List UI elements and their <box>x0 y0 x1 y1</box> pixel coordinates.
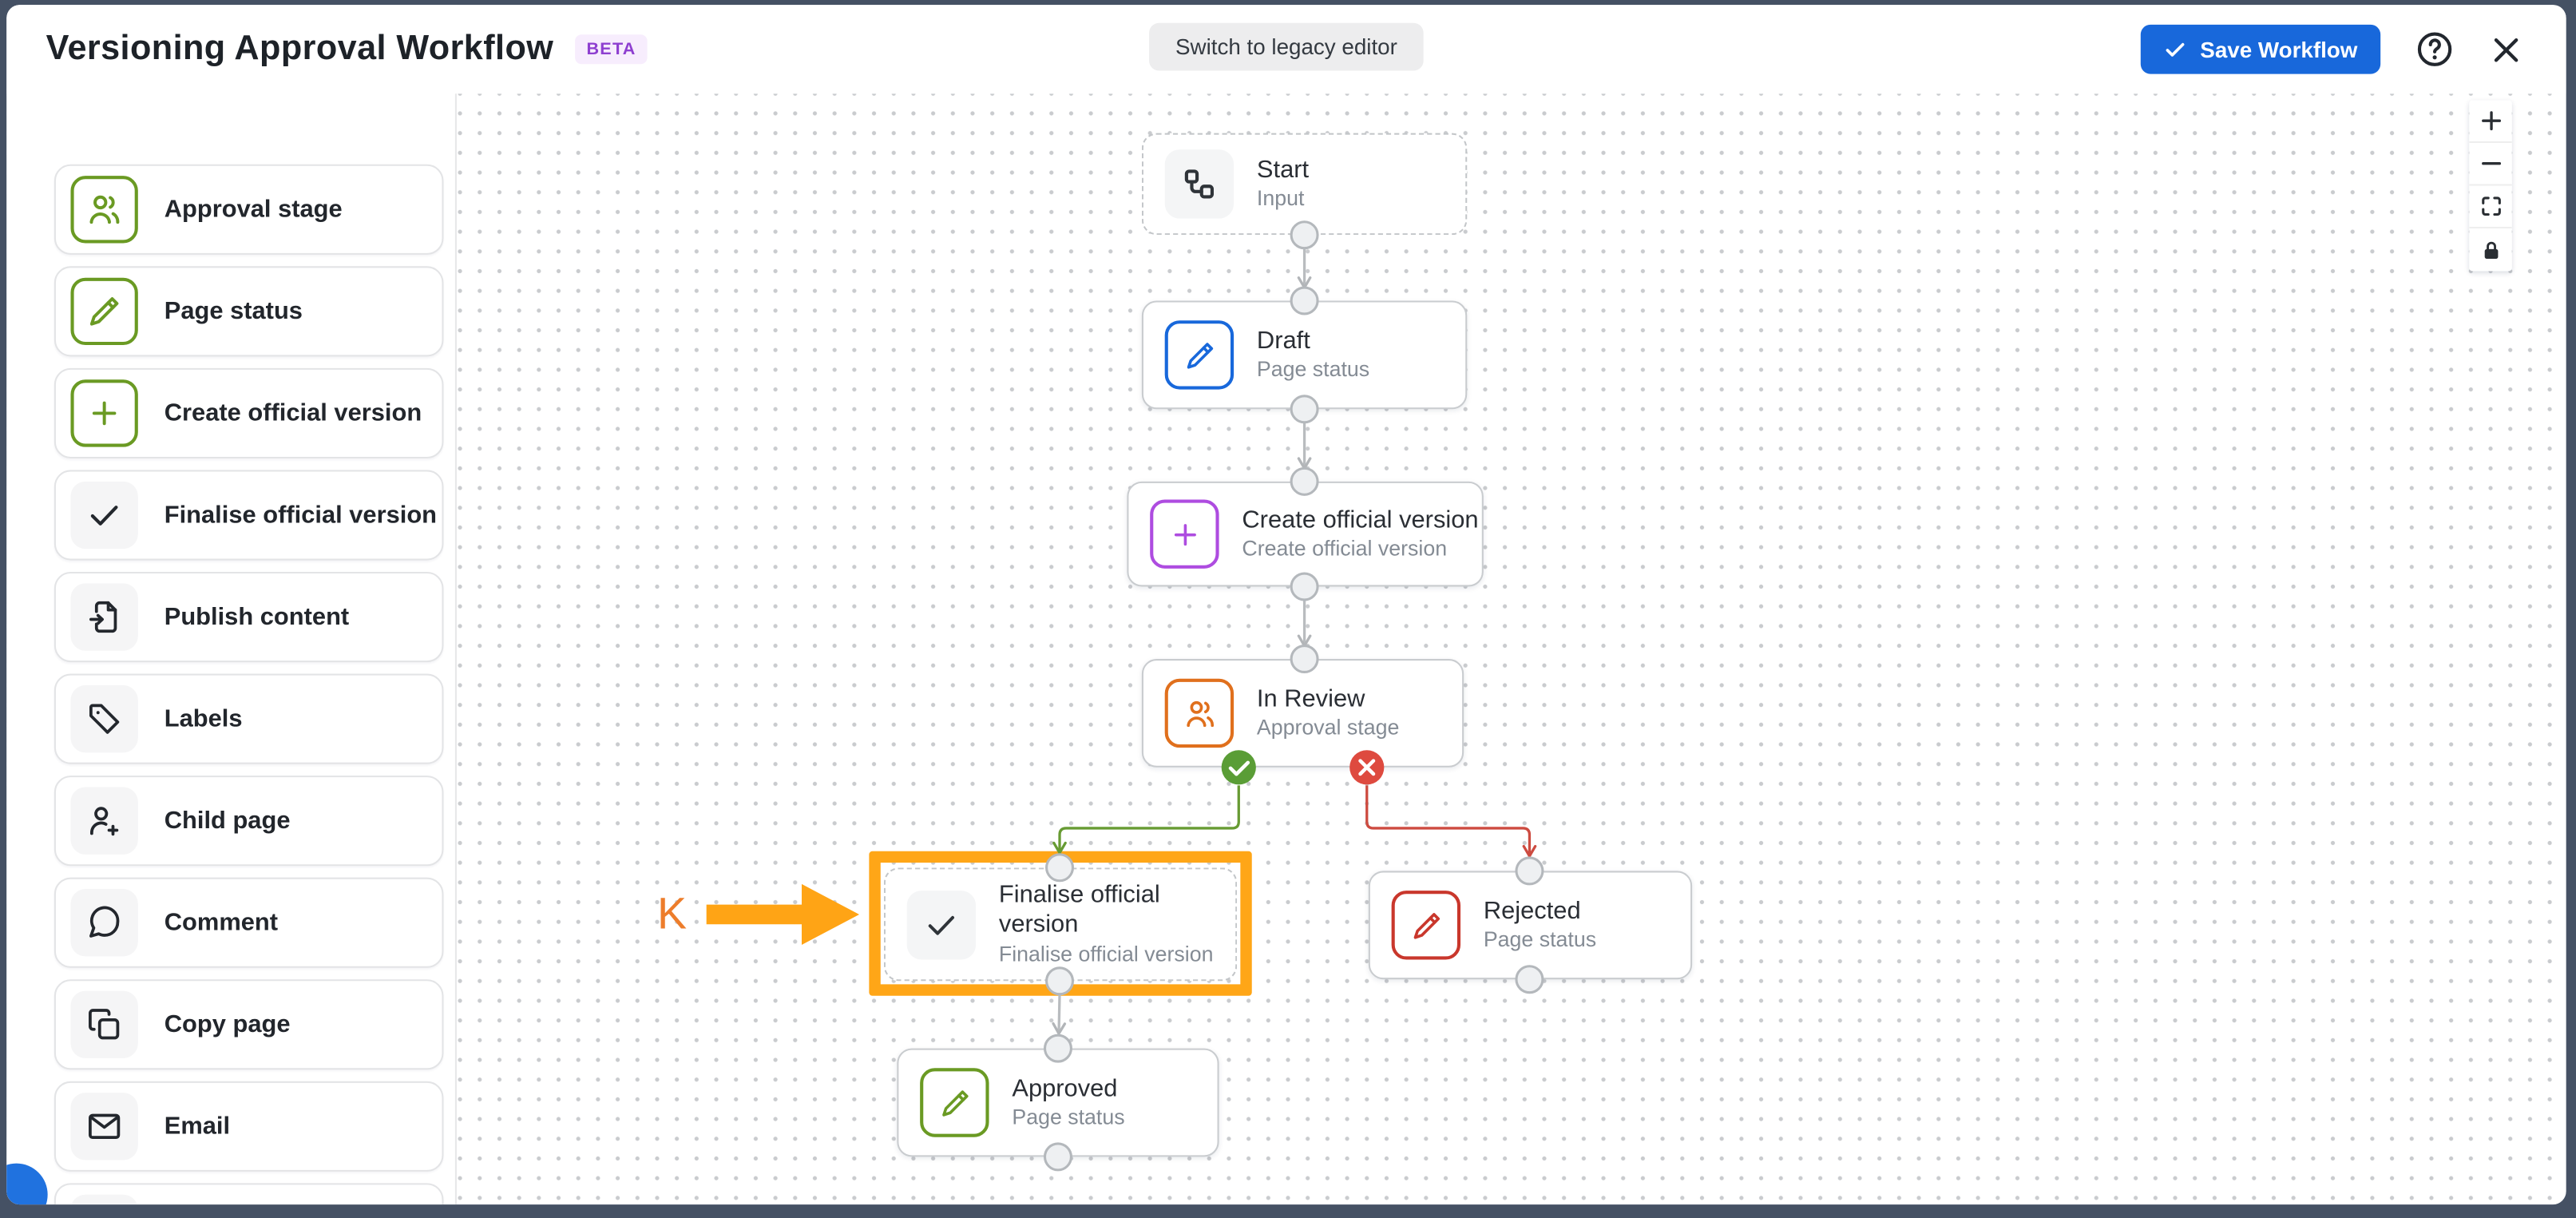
node-title: Start <box>1256 155 1310 184</box>
page-status-icon <box>920 1068 989 1137</box>
node-subtitle: Approval stage <box>1256 715 1400 740</box>
sidebar-item-comment[interactable]: Comment <box>54 877 444 968</box>
node-in-review[interactable]: In Review Approval stage <box>1141 659 1464 768</box>
sidebar-item-finalise-official-version[interactable]: Finalise official version <box>54 470 444 561</box>
email-icon <box>70 1093 138 1160</box>
sidebar-item-label: Copy page <box>164 1010 291 1039</box>
sidebar-item-create-official-version[interactable]: Create official version <box>54 367 444 459</box>
input-icon <box>1164 149 1234 219</box>
node-subtitle: Page status <box>1012 1105 1125 1129</box>
sidebar-item-label: Labels <box>164 704 243 733</box>
page-title: Versioning Approval Workflow <box>46 30 554 68</box>
sidebar-item-page-status[interactable]: Page status <box>54 266 444 357</box>
node-subtitle: Page status <box>1483 926 1597 952</box>
node-subtitle: Input <box>1256 186 1305 211</box>
annotation-letter: K <box>656 889 688 938</box>
switch-to-legacy-editor-button[interactable]: Switch to legacy editor <box>1149 22 1424 71</box>
node-subtitle: Finalise official version <box>998 942 1214 967</box>
header-actions: Save Workflow <box>2141 5 2523 93</box>
sidebar-item-labels[interactable]: Labels <box>54 673 444 764</box>
page-status-icon <box>70 277 138 346</box>
node-rejected[interactable]: Rejected Page status <box>1368 871 1693 980</box>
node-approved[interactable]: Approved Page status <box>897 1048 1219 1157</box>
sidebar-item-label: Email <box>164 1112 231 1141</box>
sidebar-item-label: Page status <box>164 297 303 326</box>
sidebar-item-email[interactable]: Email <box>54 1081 444 1172</box>
comment-icon <box>70 889 138 957</box>
node-title: Finalise official version <box>998 879 1160 939</box>
sidebar-item-partial[interactable] <box>54 1183 444 1205</box>
copy-page-icon <box>70 990 138 1058</box>
node-title: Create official version <box>1242 505 1479 534</box>
node-start[interactable]: Start Input <box>1141 133 1468 236</box>
sidebar-item-child-page[interactable]: Child page <box>54 776 444 867</box>
sidebar-item-label: Publish content <box>164 603 350 632</box>
fit-view-icon <box>2481 196 2500 216</box>
sidebar-item-publish-content[interactable]: Publish content <box>54 571 444 663</box>
plus-icon <box>2481 111 2500 131</box>
help-icon <box>2417 32 2452 66</box>
create-official-version-icon <box>1150 499 1219 569</box>
node-subtitle: Page status <box>1256 356 1370 382</box>
page-status-icon <box>1391 891 1461 960</box>
close-icon <box>2494 37 2519 61</box>
page-status-icon <box>1164 320 1234 390</box>
labels-icon <box>70 684 138 753</box>
finalise-official-version-icon <box>70 481 138 549</box>
step-icon <box>70 1194 138 1205</box>
node-create-official-version[interactable]: Create official version Create official … <box>1127 481 1484 587</box>
lock-icon <box>2483 240 2498 259</box>
node-draft[interactable]: Draft Page status <box>1141 300 1468 410</box>
node-title: Draft <box>1256 326 1310 355</box>
check-icon <box>2164 38 2187 61</box>
approval-stage-icon <box>1164 678 1234 748</box>
save-workflow-label: Save Workflow <box>2200 37 2358 62</box>
node-title: Approved <box>1012 1073 1118 1102</box>
minus-icon <box>2481 162 2500 165</box>
sidebar-item-label: Child page <box>164 807 291 835</box>
fit-view-button[interactable] <box>2469 185 2512 228</box>
header: Versioning Approval Workflow BETA Switch… <box>6 5 2566 94</box>
node-finalise-official-version[interactable]: Finalise official version Finalise offic… <box>883 867 1238 982</box>
add-step-sidebar: Add a step Approval stage <box>6 5 457 1205</box>
beta-badge: BETA <box>575 34 648 65</box>
save-workflow-button[interactable]: Save Workflow <box>2141 24 2381 74</box>
node-subtitle: Create official version <box>1242 536 1448 561</box>
zoom-in-button[interactable] <box>2469 100 2512 143</box>
zoom-out-button[interactable] <box>2469 142 2512 186</box>
sidebar-item-label: Comment <box>164 908 279 937</box>
sidebar-item-label: Create official version <box>164 399 422 427</box>
help-button[interactable] <box>2415 30 2454 69</box>
lock-button[interactable] <box>2469 228 2512 272</box>
canvas-controls <box>2469 100 2512 272</box>
sidebar-item-label: Finalise official version <box>164 501 438 530</box>
publish-content-icon <box>70 583 138 651</box>
close-button[interactable] <box>2489 32 2523 66</box>
sidebar-item-label: Approval stage <box>164 195 343 224</box>
sidebar-item-approval-stage[interactable]: Approval stage <box>54 164 444 255</box>
approval-stage-icon <box>70 176 138 244</box>
editor-body: Add a step Approval stage <box>6 5 2566 1205</box>
finalise-official-version-icon <box>906 890 977 959</box>
workflow-editor-window: Versioning Approval Workflow BETA Switch… <box>6 5 2566 1205</box>
child-page-icon <box>70 787 138 855</box>
node-title: Rejected <box>1483 896 1581 925</box>
sidebar-item-copy-page[interactable]: Copy page <box>54 979 444 1070</box>
create-official-version-icon <box>70 379 138 447</box>
node-title: In Review <box>1256 684 1365 712</box>
